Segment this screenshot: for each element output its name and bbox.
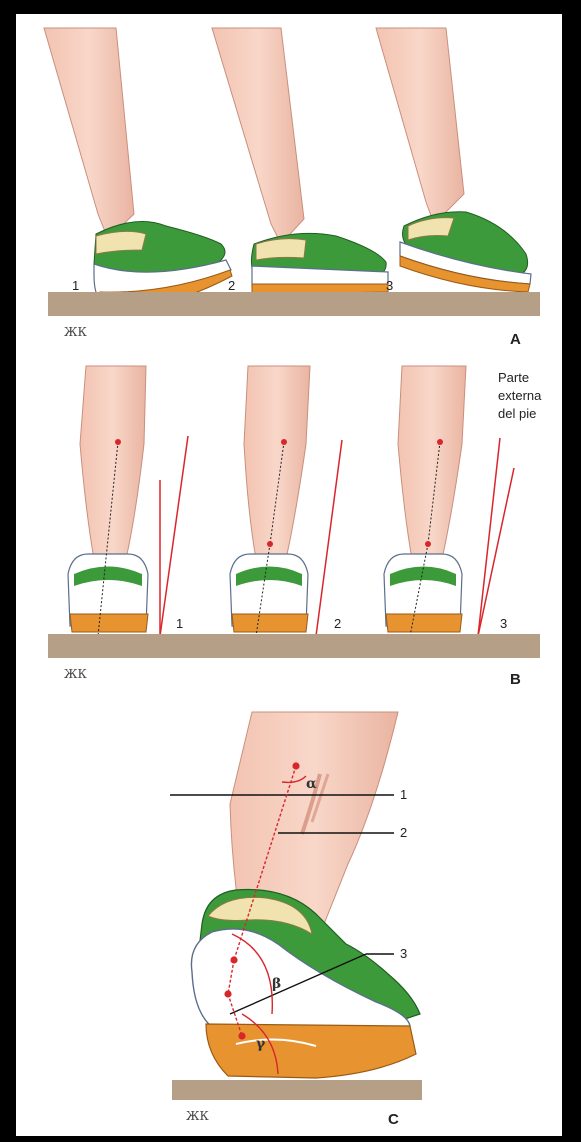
panel-c-angle-beta: β xyxy=(272,976,281,992)
panel-c: α β γ 1 2 3 ЖК C xyxy=(170,712,422,1128)
panel-a-letter: A xyxy=(510,331,521,348)
panel-b-heel-1 xyxy=(68,366,188,636)
panel-b-annotation: Parte xyxy=(498,370,529,385)
panel-a-step-label: 1 xyxy=(72,278,79,293)
panel-a-foot-3 xyxy=(376,28,531,292)
panel-c-angle-gamma: γ xyxy=(256,1036,266,1052)
panel-c-signature: ЖК xyxy=(186,1109,209,1123)
panel-a: 1 2 3 ЖК A xyxy=(44,28,540,348)
panel-c-angle-alpha: α xyxy=(306,776,317,792)
panel-a-step-label: 3 xyxy=(386,278,393,293)
panel-a-signature: ЖК xyxy=(64,325,87,339)
panel-a-foot-1 xyxy=(44,28,232,314)
panel-b-annotation: externa xyxy=(498,388,542,403)
panel-b-heel-2 xyxy=(230,366,342,636)
panel-b-step-label: 2 xyxy=(334,616,341,631)
panel-b-heel-3 xyxy=(384,366,514,636)
panel-b: 1 2 3 Parte externa del pie ЖК B xyxy=(48,366,542,688)
panel-b-step-label: 1 xyxy=(176,616,183,631)
figure-frame: 1 2 3 ЖК A xyxy=(16,14,562,1136)
panel-b-signature: ЖК xyxy=(64,667,87,681)
panel-c-line-label: 2 xyxy=(400,825,407,840)
panel-b-ground xyxy=(48,634,540,658)
panel-b-letter: B xyxy=(510,671,521,688)
panel-a-foot-2 xyxy=(212,28,388,294)
panel-c-ground xyxy=(172,1080,422,1100)
panel-b-annotation: del pie xyxy=(498,406,536,421)
panel-a-step-label: 2 xyxy=(228,278,235,293)
panel-c-shoe xyxy=(191,890,420,1079)
panel-b-step-label: 3 xyxy=(500,616,507,631)
illustration: 1 2 3 ЖК A xyxy=(16,14,562,1136)
panel-c-letter: C xyxy=(388,1111,399,1128)
panel-a-ground xyxy=(48,292,540,316)
panel-c-line-label: 3 xyxy=(400,946,407,961)
panel-c-line-label: 1 xyxy=(400,787,407,802)
